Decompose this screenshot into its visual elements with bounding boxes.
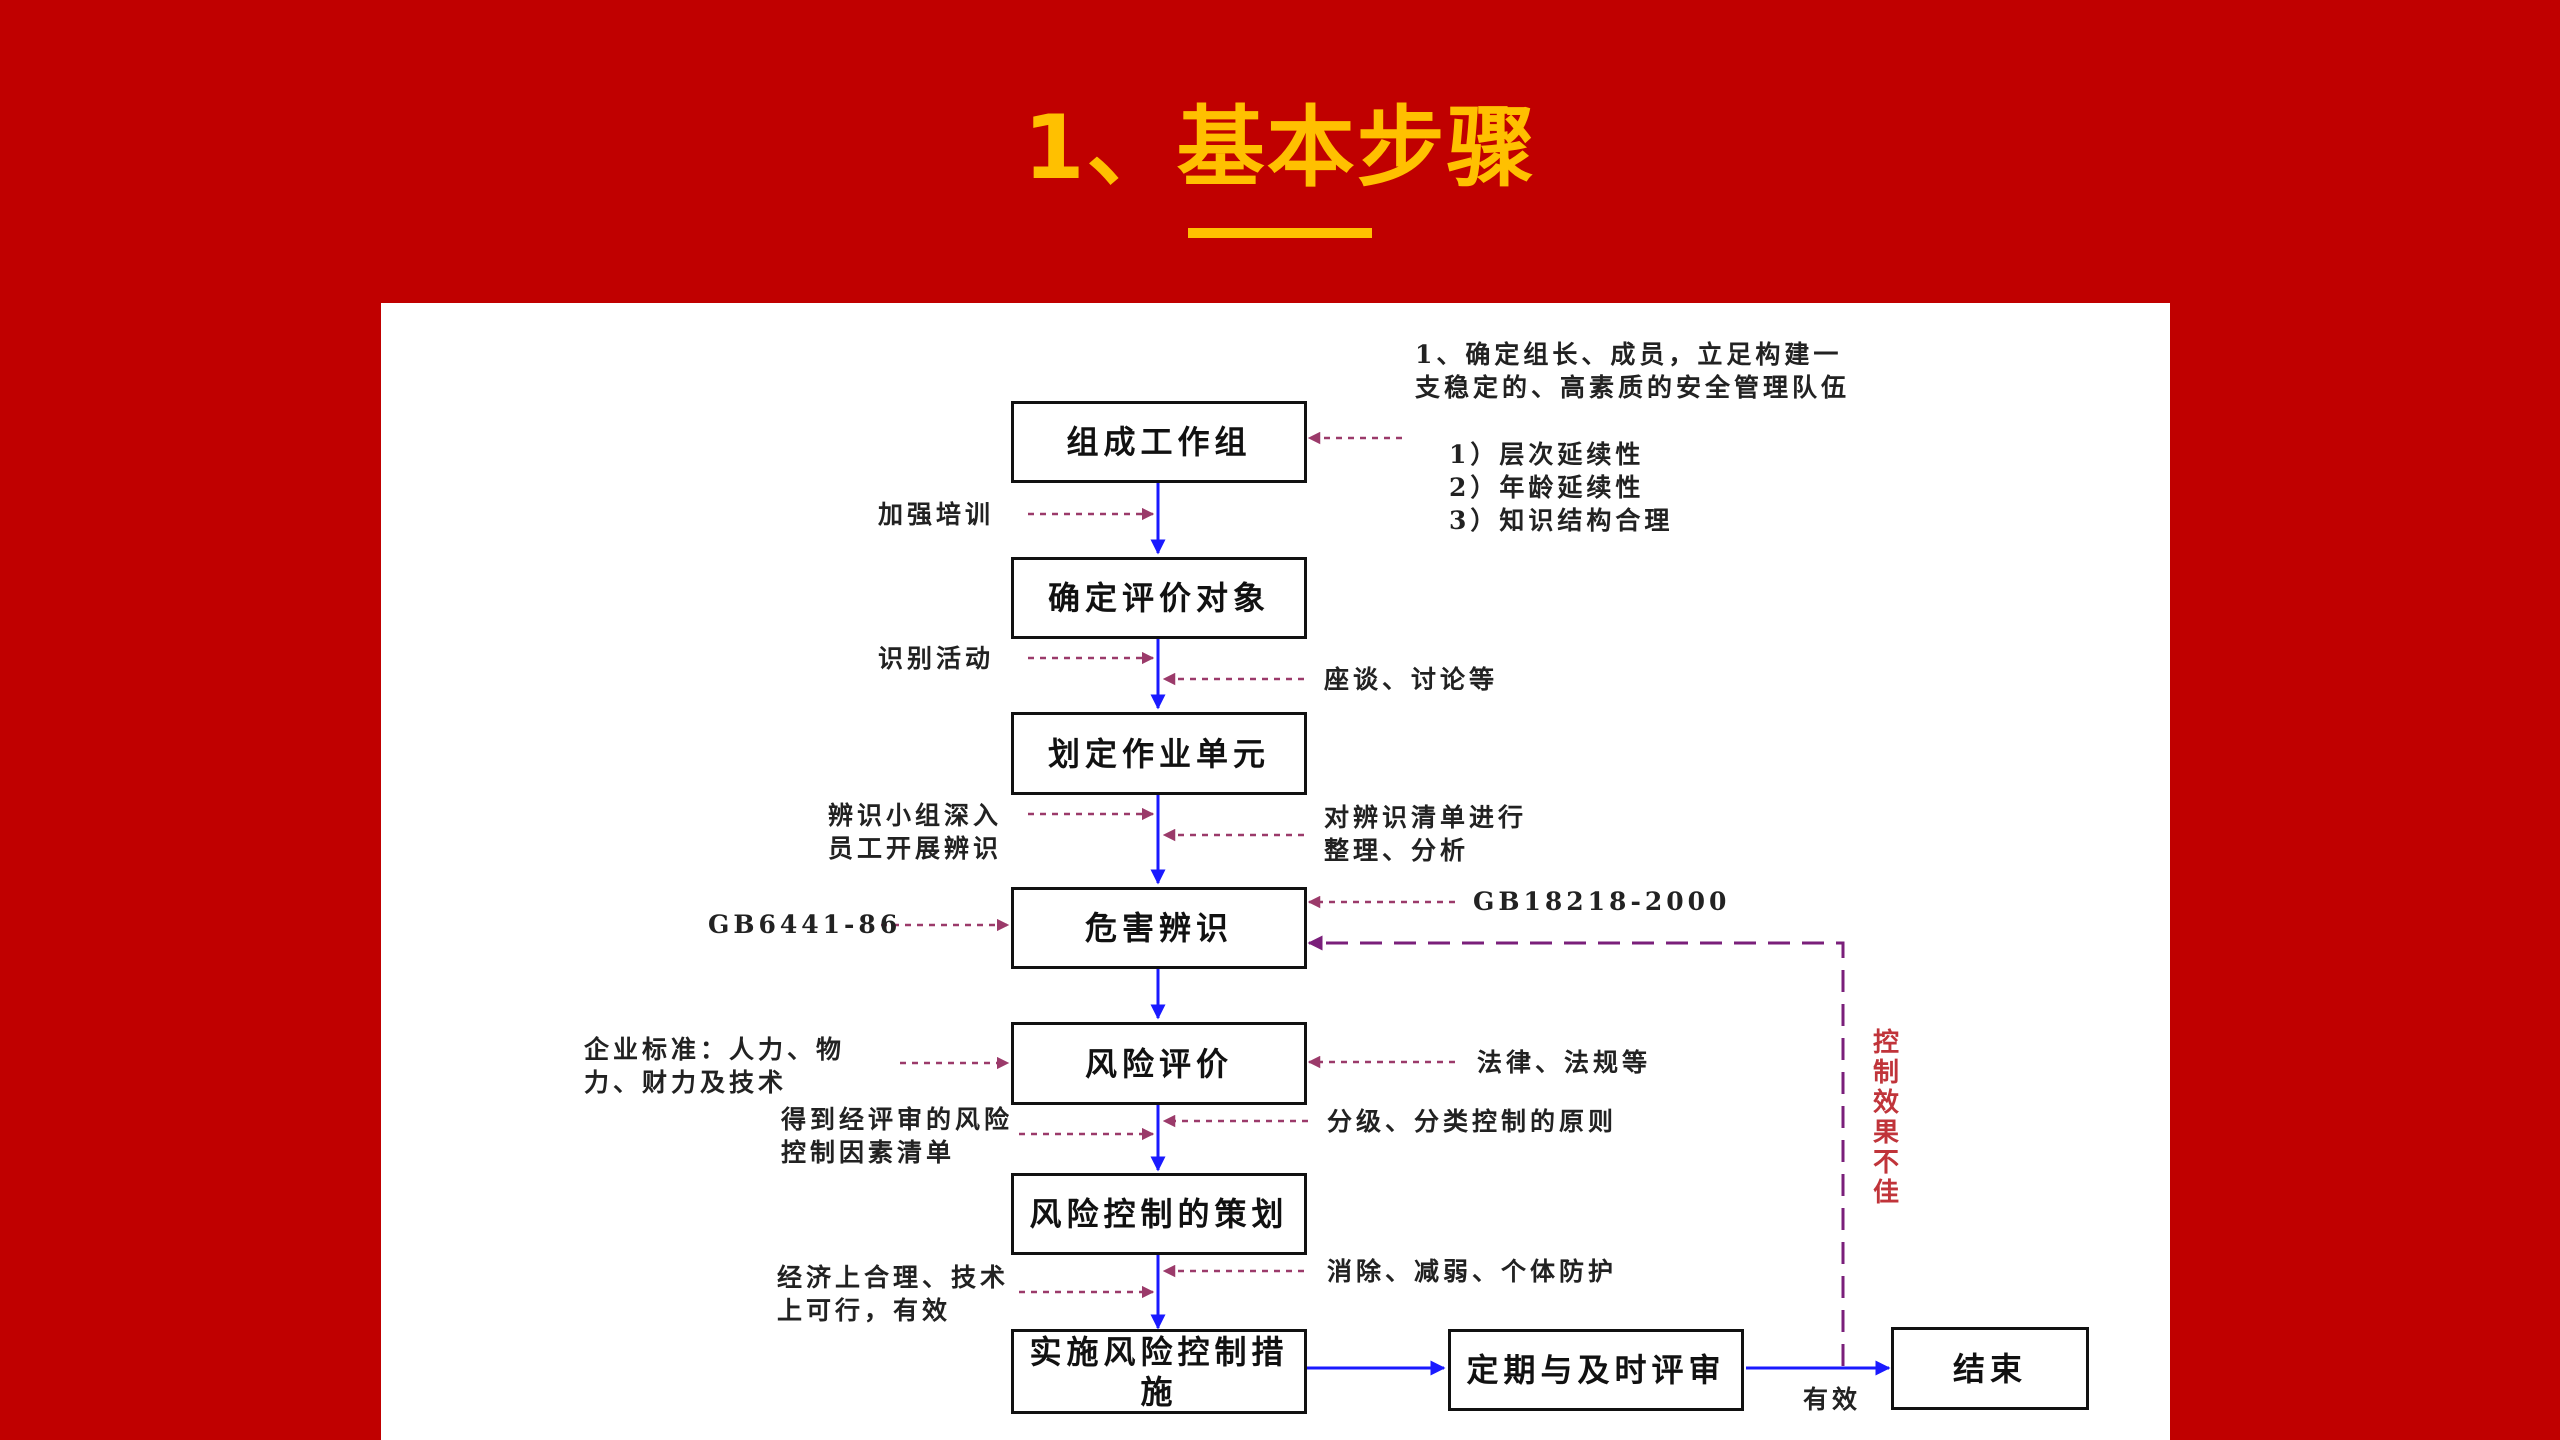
note-gb6441: GB6441-86 (708, 910, 902, 939)
note-ineffective: 控制效果不佳 (1873, 1028, 1900, 1208)
note-effective: 有效 (1803, 1385, 1862, 1414)
note-measures: 消除、减弱、个体防护 (1327, 1257, 1618, 1286)
note-discussion: 座谈、讨论等 (1324, 665, 1499, 694)
step-end: 结束 (1891, 1327, 2089, 1410)
step-risk-assessment: 风险评价 (1011, 1022, 1307, 1105)
step-hazard-identification: 危害辨识 (1011, 887, 1307, 969)
note-organize-list: 对辨识清单进行整理、分析 (1324, 803, 1528, 865)
team-point: 1）层次延续性 (1449, 440, 1645, 469)
team-point: 3）知识结构合理 (1449, 506, 1674, 535)
note-identify-activities: 识别活动 (878, 644, 995, 673)
note-feasible: 经济上合理、技术上可行，有效 (777, 1263, 1010, 1325)
flowchart-connectors (881, 431, 1891, 1376)
note-reviewed-list: 得到经评审的风险控制因素清单 (781, 1105, 1014, 1167)
note-gb18218: GB18218-2000 (1473, 887, 1731, 916)
slide-title: 1、基本步骤 (1023, 96, 1537, 199)
step-define-object: 确定评价对象 (1011, 557, 1307, 639)
note-laws: 法律、法规等 (1477, 1048, 1652, 1077)
step-periodic-review: 定期与及时评审 (1448, 1329, 1744, 1411)
note-deep-identification: 辨识小组深入员工开展辨识 (828, 801, 1003, 863)
note-training: 加强培训 (878, 500, 995, 529)
step-implement-controls: 实施风险控制措施 (1011, 1329, 1307, 1414)
step-form-team: 组成工作组 (1011, 401, 1307, 483)
flowchart-canvas: 组成工作组 确定评价对象 划定作业单元 危害辨识 风险评价 风险控制的策划 实施… (381, 303, 2170, 1440)
note-classification: 分级、分类控制的原则 (1327, 1107, 1618, 1136)
team-point: 2）年龄延续性 (1449, 473, 1645, 502)
note-enterprise-standard: 企业标准：人力、物力、财力及技术 (584, 1035, 846, 1097)
step-define-units: 划定作业单元 (1011, 712, 1307, 795)
note-team-points: 1）层次延续性 2）年龄延续性 3）知识结构合理 (1449, 438, 1673, 537)
title-underline (1188, 228, 1372, 238)
note-team-intro: 1、确定组长、成员，立足构建一支稳定的、高素质的安全管理队伍 (1415, 340, 1851, 402)
step-control-planning: 风险控制的策划 (1011, 1173, 1307, 1255)
feedback-loop-arrow (1307, 935, 1845, 1366)
